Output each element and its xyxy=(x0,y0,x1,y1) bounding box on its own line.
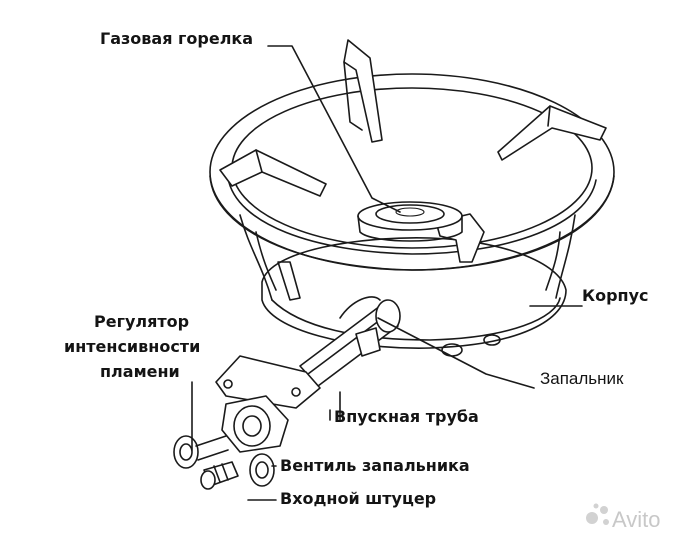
label-igniter: Запальник xyxy=(540,369,624,388)
label-inlet-fitting: Входной штуцер xyxy=(280,489,436,508)
label-regulator-line3: пламени xyxy=(100,362,180,381)
label-burner: Газовая горелка xyxy=(100,29,253,48)
label-body: Корпус xyxy=(582,286,649,305)
regulator-assembly-drawing xyxy=(173,355,321,490)
leader-lines xyxy=(191,45,583,501)
label-igniter-valve: Вентиль запальника xyxy=(280,456,470,475)
label-regulator-line2: интенсивности xyxy=(64,337,200,356)
burner-head-drawing xyxy=(357,201,463,242)
stove-body-drawing xyxy=(239,214,576,357)
label-regulator-line1: Регулятор xyxy=(94,312,189,331)
avito-watermark-text: Avito xyxy=(612,507,661,532)
inlet-pipe-drawing xyxy=(299,296,401,387)
label-inlet-pipe: Впускная труба xyxy=(334,407,479,426)
rim-ring-drawing xyxy=(209,73,615,271)
avito-watermark: Avito xyxy=(586,503,661,532)
leader-igniter xyxy=(377,317,535,389)
avito-logo-icon xyxy=(586,503,609,525)
leader-inlet-pipe xyxy=(329,391,341,421)
leader-burner xyxy=(267,45,401,213)
